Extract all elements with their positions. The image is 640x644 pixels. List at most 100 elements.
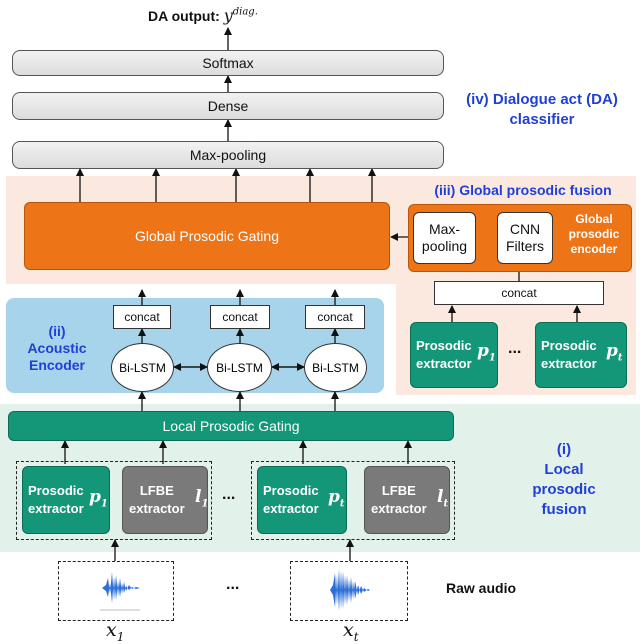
global-p1-sub: 1 <box>488 352 496 364</box>
global-fusion-title-text: (iii) Global prosodic fusion <box>434 182 612 198</box>
local-lt-sub: t <box>443 498 449 510</box>
global-extractor-t-symbol: pt <box>606 341 623 363</box>
da-output-text: DA output: <box>148 8 220 24</box>
global-extractor-1-line2: extractor <box>416 356 472 371</box>
global-pt: p <box>606 341 618 361</box>
global-extractor-ellipsis: ... <box>508 340 521 358</box>
local-prosodic-1-line1: Prosodic <box>28 483 84 498</box>
acoustic-concat-3: concat <box>305 305 365 329</box>
local-extractor-group-t <box>251 461 455 540</box>
global-ellipsis-text: ... <box>508 340 522 357</box>
local-lt: l <box>437 487 444 507</box>
x1-symbol: x1 <box>106 619 124 644</box>
dense-layer: Dense <box>12 92 444 120</box>
global-concat-label: concat <box>501 286 537 300</box>
global-prosodic-extractor-1: Prosodic extractor p1 <box>410 322 498 388</box>
classifier-label: (iv) Dialogue act (DA) classifier <box>452 90 632 130</box>
local-prosodic-extractor-1: Prosodic extractor p1 <box>22 466 110 534</box>
waveform-t-icon <box>330 569 370 611</box>
global-encoder-line3: encoder <box>570 242 618 256</box>
local-fusion-label: (i) Local prosodic fusion <box>506 440 622 520</box>
local-gating-label: Local Prosodic Gating <box>162 418 300 434</box>
da-output-superscript: diag. <box>232 6 258 18</box>
xt-symbol: xt <box>343 619 359 644</box>
global-extractor-1-line1: Prosodic <box>416 338 472 353</box>
global-prosodic-gating: Global Prosodic Gating <box>24 202 390 270</box>
acoustic-label-line1: (ii) <box>48 323 66 339</box>
global-concat: concat <box>434 281 604 305</box>
bilstm-3-label: Bi-LSTM <box>312 360 359 375</box>
raw-audio-label: Raw audio <box>446 580 516 596</box>
local-prosodic-t-line1: Prosodic <box>263 483 319 498</box>
cnn-line2: Filters <box>505 238 545 254</box>
local-p1-sub: 1 <box>100 498 108 510</box>
da-output-y: y <box>223 6 233 25</box>
max-pooling-layer: Max-pooling <box>12 141 444 169</box>
xt-letter: x <box>343 619 354 641</box>
max-pooling-label: Max-pooling <box>189 147 267 163</box>
raw-audio-ellipsis-text: ... <box>226 576 240 593</box>
classifier-label-line1: (iv) Dialogue act (DA) <box>466 91 618 108</box>
local-lfbe-1-line2: extractor <box>129 501 185 516</box>
global-extractor-t-line2: extractor <box>541 356 597 371</box>
local-lfbe-1-line1: LFBE <box>139 483 174 498</box>
bilstm-2: Bi-LSTM <box>207 343 272 392</box>
local-prosodic-gating: Local Prosodic Gating <box>8 411 454 441</box>
local-ellipsis-text: ... <box>222 486 236 503</box>
acoustic-concat-2: concat <box>210 305 270 329</box>
local-lfbe-t-line1: LFBE <box>381 483 416 498</box>
local-prosodic-extractor-t: Prosodic extractor pt <box>257 466 347 534</box>
global-pt-sub: t <box>617 352 623 364</box>
raw-audio-frame-t <box>290 561 408 621</box>
local-p1: p <box>89 487 101 507</box>
acoustic-concat-1-label: concat <box>124 310 160 324</box>
softmax-label: Softmax <box>202 55 254 71</box>
classifier-label-line2: classifier <box>509 111 575 128</box>
xt-sub: t <box>353 629 359 644</box>
local-label-line1: (i) <box>556 441 572 458</box>
raw-audio-label-text: Raw audio <box>446 580 517 596</box>
acoustic-label-line2: Acoustic <box>27 340 87 356</box>
cnn-filters: CNN Filters <box>497 212 553 264</box>
da-output-label: DA output: ydiag. <box>148 6 258 25</box>
acoustic-encoder-label: (ii) Acoustic Encoder <box>18 323 96 374</box>
local-lfbe-t-symbol: lt <box>437 487 448 509</box>
raw-audio-ellipsis: ... <box>226 576 239 594</box>
local-l1-sub: 1 <box>201 498 209 510</box>
local-label-line4: fusion <box>541 501 587 518</box>
da-output-symbol: ydiag. <box>224 6 258 25</box>
acoustic-concat-1: concat <box>113 305 171 329</box>
local-extractor-ellipsis: ... <box>222 486 235 504</box>
bilstm-3: Bi-LSTM <box>304 343 367 392</box>
softmax-layer: Softmax <box>12 50 444 76</box>
local-extractor-group-1 <box>16 461 212 540</box>
global-encoder-line1: Global <box>575 212 613 226</box>
local-label-line2: Local <box>544 461 584 478</box>
x1-letter: x <box>106 619 117 641</box>
global-extractor-1-symbol: p1 <box>477 341 496 363</box>
local-lfbe-extractor-t: LFBE extractor lt <box>364 466 450 534</box>
acoustic-label-line3: Encoder <box>28 357 85 373</box>
x1-sub: 1 <box>116 629 125 644</box>
local-pt-sub: t <box>339 498 345 510</box>
acoustic-concat-2-label: concat <box>222 310 258 324</box>
global-encoder-line2: prosodic <box>568 227 620 241</box>
bilstm-1: Bi-LSTM <box>111 343 174 392</box>
cnn-line1: CNN <box>509 221 541 237</box>
local-lfbe-1-symbol: l1 <box>195 487 208 509</box>
local-prosodic-t-symbol: pt <box>328 487 345 509</box>
global-fusion-title: (iii) Global prosodic fusion <box>412 180 634 200</box>
waveform-1-icon <box>100 572 140 611</box>
bilstm-2-label: Bi-LSTM <box>216 360 263 375</box>
local-prosodic-1-symbol: p1 <box>89 487 108 509</box>
encoder-max-pooling: Max- pooling <box>413 212 476 264</box>
raw-audio-frame-1 <box>58 561 174 621</box>
global-p1: p <box>477 341 489 361</box>
global-encoder-label: Global prosodic encoder <box>558 212 630 257</box>
local-lfbe-extractor-1: LFBE extractor l1 <box>122 466 208 534</box>
dense-label: Dense <box>207 98 249 114</box>
local-prosodic-t-line2: extractor <box>263 501 319 516</box>
local-lfbe-t-line2: extractor <box>371 501 427 516</box>
local-label-line3: prosodic <box>532 481 596 498</box>
global-gating-label: Global Prosodic Gating <box>135 228 279 244</box>
